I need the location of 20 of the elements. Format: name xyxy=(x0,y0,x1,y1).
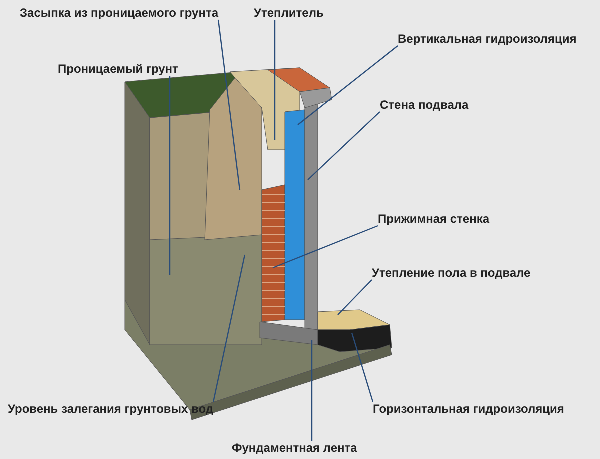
leader-line xyxy=(351,332,374,402)
callout-label: Утепление пола в подвале xyxy=(372,266,531,280)
leader-line xyxy=(218,20,241,190)
leader-line xyxy=(169,76,171,275)
callout-label: Горизонтальная гидроизоляция xyxy=(373,402,564,416)
leader-line xyxy=(308,112,380,180)
callout-label: Вертикальная гидроизоляция xyxy=(398,32,577,46)
leader-line xyxy=(212,254,246,402)
callout-label: Фундаментная лента xyxy=(232,441,358,455)
callout-label: Засыпка из проницаемого грунта xyxy=(20,6,218,20)
leader-line xyxy=(338,280,372,316)
callout-label: Стена подвала xyxy=(380,98,469,112)
leader-line xyxy=(272,225,378,269)
callout-label: Прижимная стенка xyxy=(378,212,490,226)
callout-label: Проницаемый грунт xyxy=(58,62,178,76)
leader-line xyxy=(298,46,398,126)
callout-label: Уровень залегания грунтовых вод xyxy=(8,402,214,416)
leader-line xyxy=(311,340,313,441)
leader-line xyxy=(274,20,276,140)
callout-label: Утеплитель xyxy=(254,6,324,20)
